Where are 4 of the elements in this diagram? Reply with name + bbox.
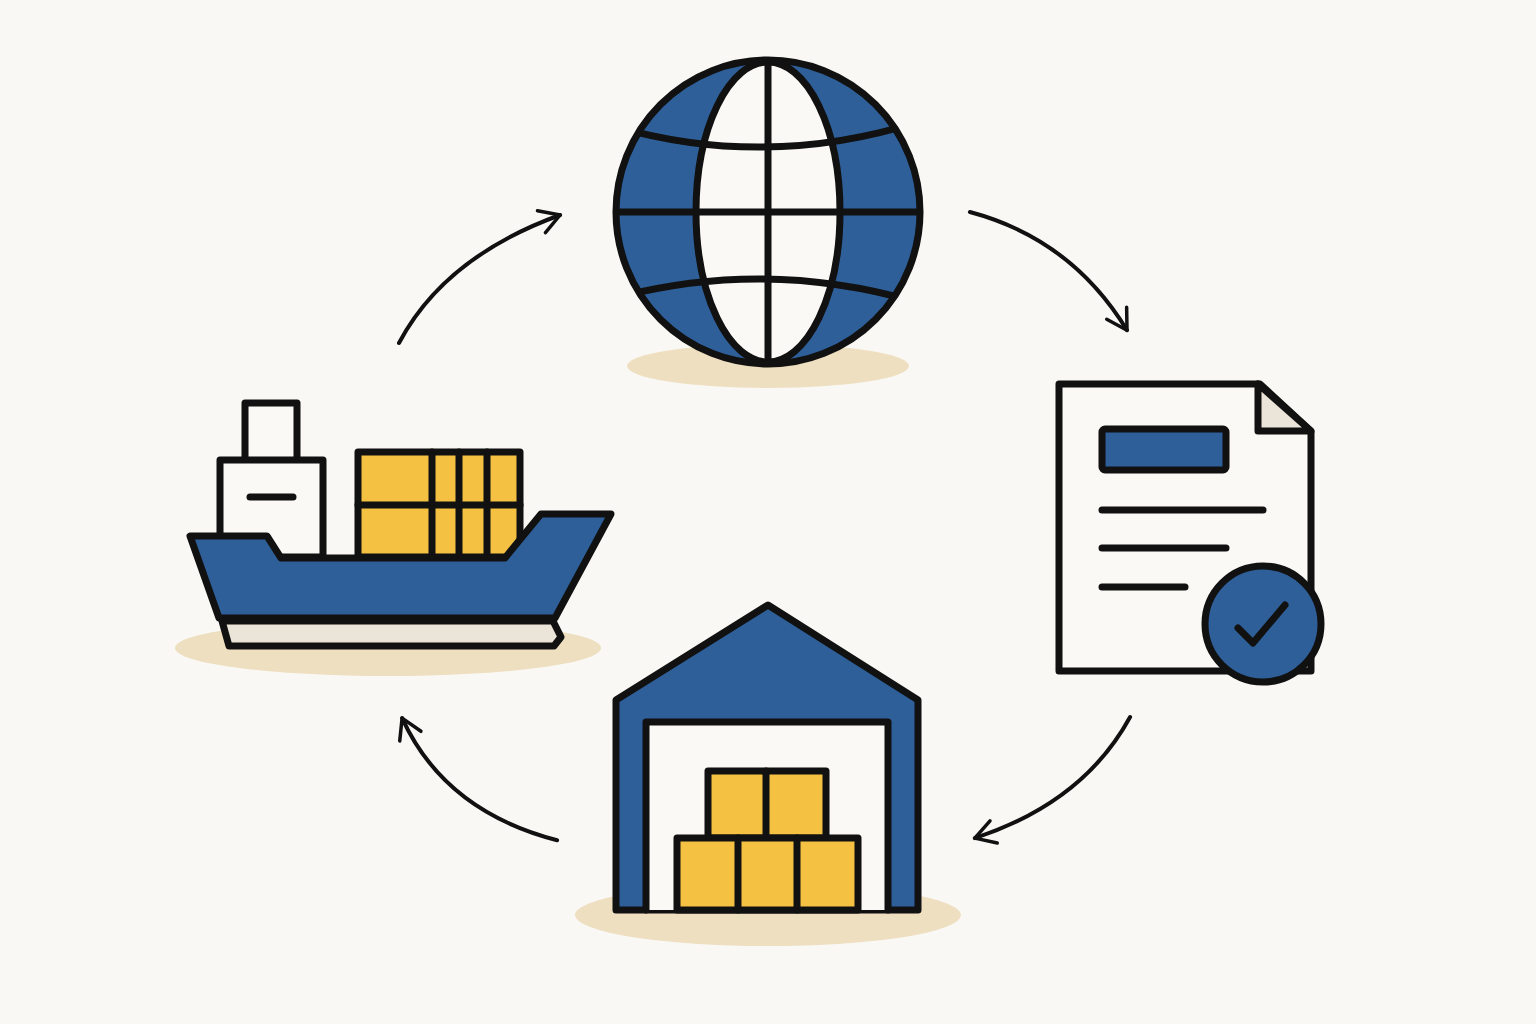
curved-arrow [967,210,1129,333]
curved-arrow [398,716,560,843]
curved-arrow [972,715,1133,845]
curved-arrow [397,209,563,345]
